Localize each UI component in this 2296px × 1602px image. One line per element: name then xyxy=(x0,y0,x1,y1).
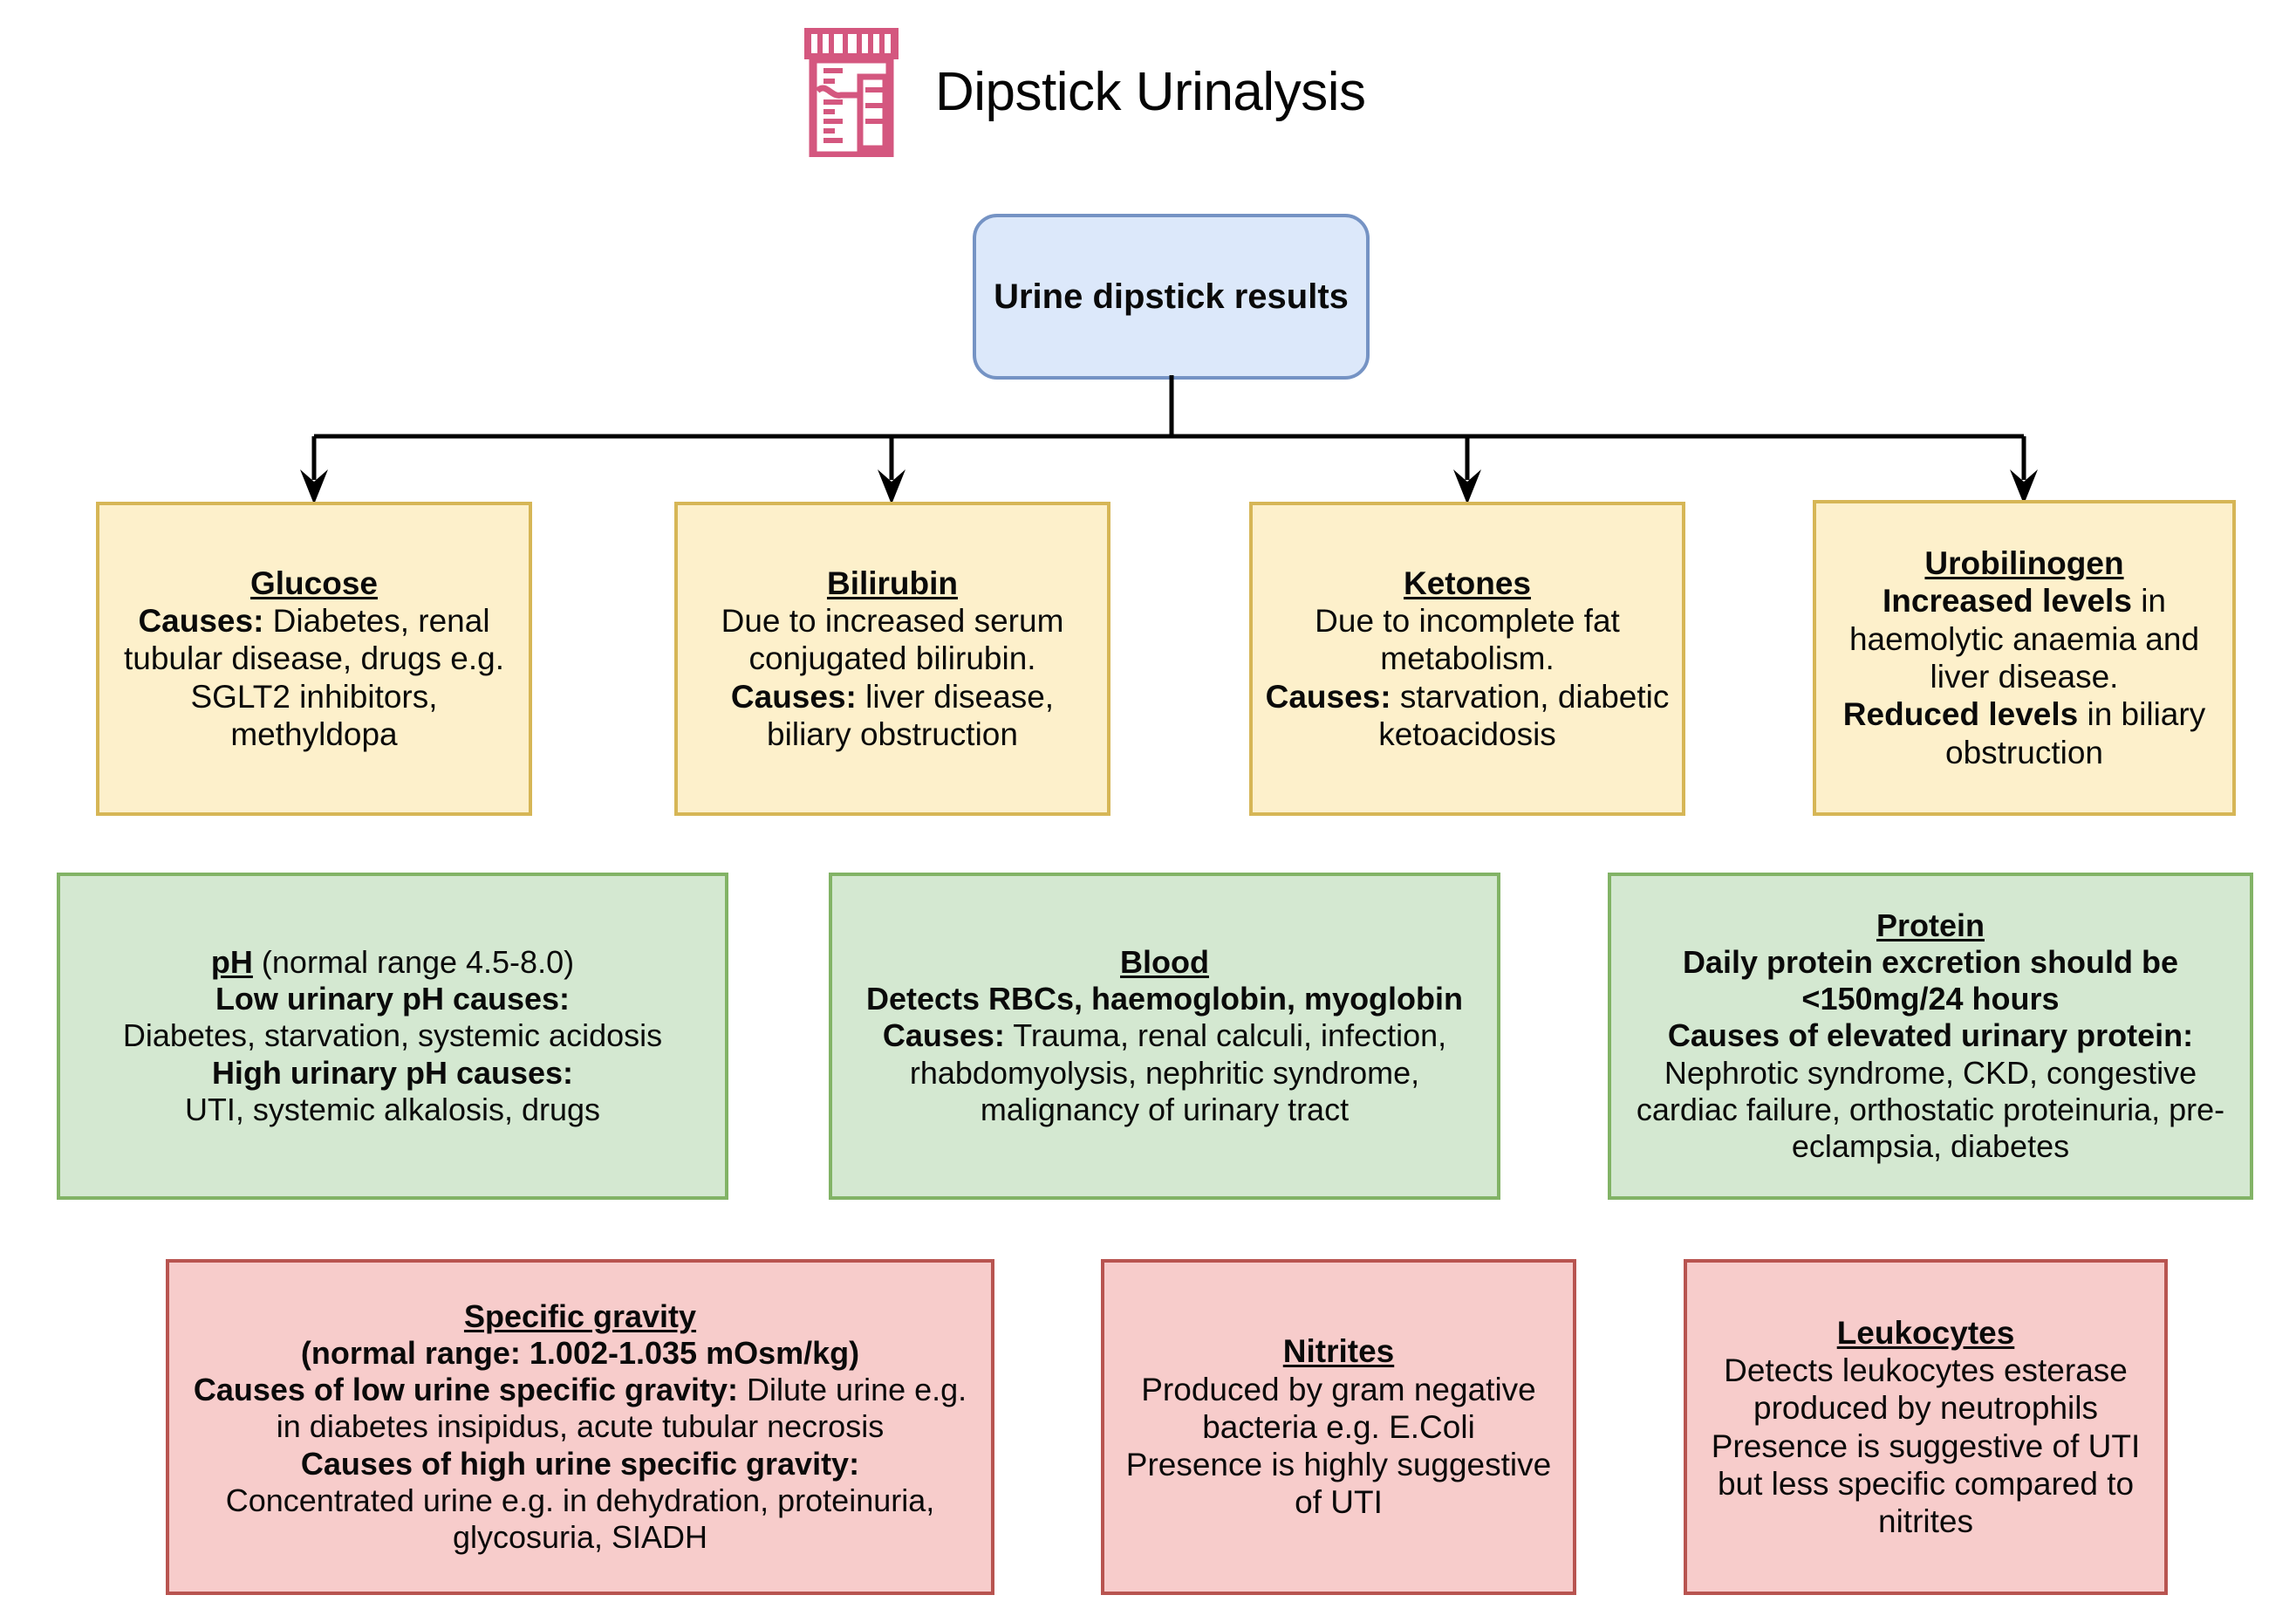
node-nitrites-line1: Produced by gram negative bacteria e.g. … xyxy=(1141,1371,1536,1445)
root-node-label: Urine dipstick results xyxy=(994,277,1349,316)
node-ketones-title: Ketones xyxy=(1404,565,1531,601)
node-leukocytes-title: Leukocytes xyxy=(1836,1314,2015,1351)
node-protein-line3: Nephrotic syndrome, CKD, congestive card… xyxy=(1636,1054,2225,1164)
node-ketones-line1: Due to incomplete fat metabolism. xyxy=(1315,603,1620,677)
node-blood-title: Blood xyxy=(1120,944,1209,981)
node-urobilinogen-line2-text: in biliary obstruction xyxy=(1945,696,2206,770)
node-ph-line3: High urinary pH causes: xyxy=(211,1054,574,1091)
node-specific-gravity-line4: Concentrated urine e.g. in dehydration, … xyxy=(225,1482,935,1555)
node-ketones[interactable]: Ketones Due to incomplete fat metabolism… xyxy=(1249,502,1685,816)
node-bilirubin-line2-text: liver disease, biliary obstruction xyxy=(767,678,1055,752)
node-glucose-title: Glucose xyxy=(250,565,378,601)
node-urobilinogen-line1-bold: Increased levels xyxy=(1883,583,2132,620)
node-nitrites[interactable]: Nitrites Produced by gram negative bacte… xyxy=(1101,1259,1576,1595)
node-ph-line1: Low urinary pH causes: xyxy=(215,981,571,1017)
node-ph-title-suffix: (normal range 4.5-8.0) xyxy=(252,944,575,981)
node-nitrites-title: Nitrites xyxy=(1282,1333,1395,1370)
node-bilirubin-body: Bilirubin Due to increased serum conjuga… xyxy=(690,565,1095,753)
node-nitrites-body: Nitrites Produced by gram negative bacte… xyxy=(1117,1332,1561,1521)
node-protein-title: Protein xyxy=(1876,907,1985,944)
node-glucose-line1-bold: Causes: xyxy=(138,603,264,640)
node-nitrites-line2: Presence is highly suggestive of UTI xyxy=(1125,1447,1552,1521)
page-title: Dipstick Urinalysis xyxy=(935,61,1366,122)
node-specific-gravity[interactable]: Specific gravity (normal range: 1.002-1.… xyxy=(166,1259,994,1595)
node-protein-body: Protein Daily protein excretion should b… xyxy=(1623,907,2238,1165)
node-specific-gravity-line3: Causes of high urine specific gravity: xyxy=(300,1445,860,1482)
node-specific-gravity-body: Specific gravity (normal range: 1.002-1.… xyxy=(181,1298,979,1556)
node-bilirubin-line1: Due to increased serum conjugated biliru… xyxy=(721,603,1064,677)
node-urobilinogen-line1-text: in haemolytic anaemia and liver disease. xyxy=(1848,583,2200,695)
node-bilirubin-line2-bold: Causes: xyxy=(730,678,857,715)
node-urobilinogen-body: Urobilinogen Increased levels in haemoly… xyxy=(1828,544,2220,771)
node-glucose-line1-text: Diabetes, renal tubular disease, drugs e… xyxy=(123,603,505,752)
node-specific-gravity-title: Specific gravity xyxy=(463,1298,697,1335)
node-blood-line2-bold: Causes: xyxy=(882,1017,1005,1054)
node-specific-gravity-line1: (normal range: 1.002-1.035 mOsm/kg) xyxy=(300,1335,860,1372)
node-ketones-line2-bold: Causes: xyxy=(1265,678,1391,715)
node-ph-body: pH (normal range 4.5-8.0) Low urinary pH… xyxy=(72,944,713,1128)
node-glucose-body: Glucose Causes: Diabetes, renal tubular … xyxy=(112,565,516,753)
node-specific-gravity-line2-text: Dilute urine e.g. in diabetes insipidus,… xyxy=(276,1372,967,1445)
node-ketones-body: Ketones Due to incomplete fat metabolism… xyxy=(1265,565,1670,753)
node-glucose[interactable]: Glucose Causes: Diabetes, renal tubular … xyxy=(96,502,532,816)
node-leukocytes[interactable]: Leukocytes Detects leukocytes esterase p… xyxy=(1684,1259,2168,1595)
urine-sample-jar-icon xyxy=(803,26,900,157)
node-urobilinogen-line2-bold: Reduced levels xyxy=(1842,696,2079,733)
node-leukocytes-line2: Presence is suggestive of UTI but less s… xyxy=(1711,1427,2141,1540)
diagram-header: Dipstick Urinalysis xyxy=(803,26,1366,157)
node-protein[interactable]: Protein Daily protein excretion should b… xyxy=(1608,873,2253,1200)
node-urobilinogen[interactable]: Urobilinogen Increased levels in haemoly… xyxy=(1813,500,2236,816)
node-protein-line2: Causes of elevated urinary protein: xyxy=(1667,1017,2194,1054)
root-node-urine-dipstick-results[interactable]: Urine dipstick results xyxy=(973,214,1370,380)
node-ph-line2: Diabetes, starvation, systemic acidosis xyxy=(122,1017,663,1054)
node-urobilinogen-title: Urobilinogen xyxy=(1924,545,2124,582)
node-bilirubin[interactable]: Bilirubin Due to increased serum conjuga… xyxy=(674,502,1110,816)
node-ketones-line2-text: starvation, diabetic ketoacidosis xyxy=(1378,678,1670,752)
node-blood-line1: Detects RBCs, haemoglobin, myoglobin xyxy=(865,981,1464,1017)
node-leukocytes-body: Leukocytes Detects leukocytes esterase p… xyxy=(1699,1314,2152,1541)
node-ph-line4: UTI, systemic alkalosis, drugs xyxy=(184,1091,601,1127)
node-blood-line2-text: Trauma, renal calculi, infection, rhabdo… xyxy=(909,1017,1447,1127)
node-blood-body: Blood Detects RBCs, haemoglobin, myoglob… xyxy=(844,944,1485,1128)
node-blood[interactable]: Blood Detects RBCs, haemoglobin, myoglob… xyxy=(829,873,1500,1200)
connector-lines xyxy=(300,375,2038,504)
node-ph-title: pH xyxy=(210,944,253,981)
node-specific-gravity-line2-bold: Causes of low urine specific gravity: xyxy=(193,1372,739,1408)
node-protein-line1: Daily protein excretion should be <150mg… xyxy=(1682,944,2179,1017)
node-bilirubin-title: Bilirubin xyxy=(826,565,959,601)
node-ph[interactable]: pH (normal range 4.5-8.0) Low urinary pH… xyxy=(57,873,728,1200)
node-leukocytes-line1: Detects leukocytes esterase produced by … xyxy=(1724,1352,2128,1427)
